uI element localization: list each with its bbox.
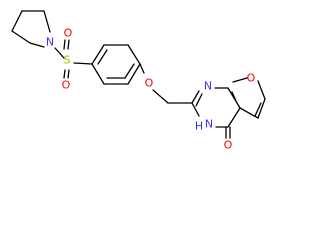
- bond-o-ch2: [152, 89, 169, 104]
- benzene-ring: [91, 44, 141, 85]
- carbonyl-double-bond: [225, 126, 231, 139]
- sulfonyl-double-bonds: [63, 39, 70, 79]
- molecule-canvas: N S O O O N N H O O: [11, 10, 266, 152]
- bond-n-s: [54, 47, 65, 59]
- atom-label-h-pyrimidine: H: [195, 120, 203, 133]
- furan-ring: [232, 77, 266, 119]
- molecule-structure-drawing: N S O O O N N H O O: [11, 10, 266, 152]
- atom-label-o-furan: O: [247, 72, 256, 85]
- atom-label-o-sulfonyl-top: O: [64, 27, 73, 40]
- atom-label-o-carbonyl: O: [224, 139, 233, 152]
- bond-phenyl-o: [139, 63, 145, 74]
- atom-label-s-sulfonyl: S: [64, 54, 71, 67]
- atom-label-n-pyrrolidine: N: [46, 36, 54, 49]
- pyrrolidine-ring: [11, 10, 51, 48]
- atom-label-n-pyrimidine: N: [204, 80, 212, 93]
- atom-label-o-sulfonyl-bottom: O: [62, 79, 71, 92]
- bond-s-phenyl: [73, 62, 93, 65]
- atom-label-nh-pyrimidine: N: [205, 118, 213, 131]
- atom-label-o-ether: O: [145, 77, 154, 90]
